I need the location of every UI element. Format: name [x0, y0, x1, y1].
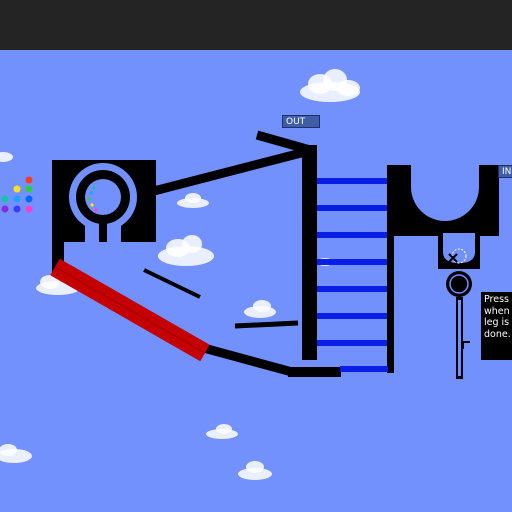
left-block: [52, 160, 156, 275]
gear-icon[interactable]: [446, 271, 472, 297]
cloud: [158, 235, 214, 266]
cloud: [0, 444, 32, 463]
game-canvas[interactable]: [0, 50, 512, 512]
piston[interactable]: [456, 297, 470, 379]
top-bar: [0, 0, 512, 50]
beams: [143, 130, 341, 377]
x-mark-icon[interactable]: [448, 253, 458, 263]
clouds: [0, 69, 360, 480]
right-block: [392, 153, 499, 269]
color-palette[interactable]: [1, 176, 33, 213]
out-label: OUT: [282, 115, 320, 128]
particle-ring: [87, 186, 98, 212]
cloud: [238, 461, 272, 480]
cloud: [206, 424, 238, 439]
cloud: [177, 193, 209, 208]
ladder: [302, 145, 394, 373]
done-hint-button[interactable]: Press when leg is done.: [481, 292, 512, 360]
red-ramp[interactable]: [50, 258, 210, 362]
cloud: [0, 152, 13, 162]
in-label: IN: [498, 165, 512, 178]
cloud: [300, 69, 360, 102]
cloud: [244, 300, 276, 318]
